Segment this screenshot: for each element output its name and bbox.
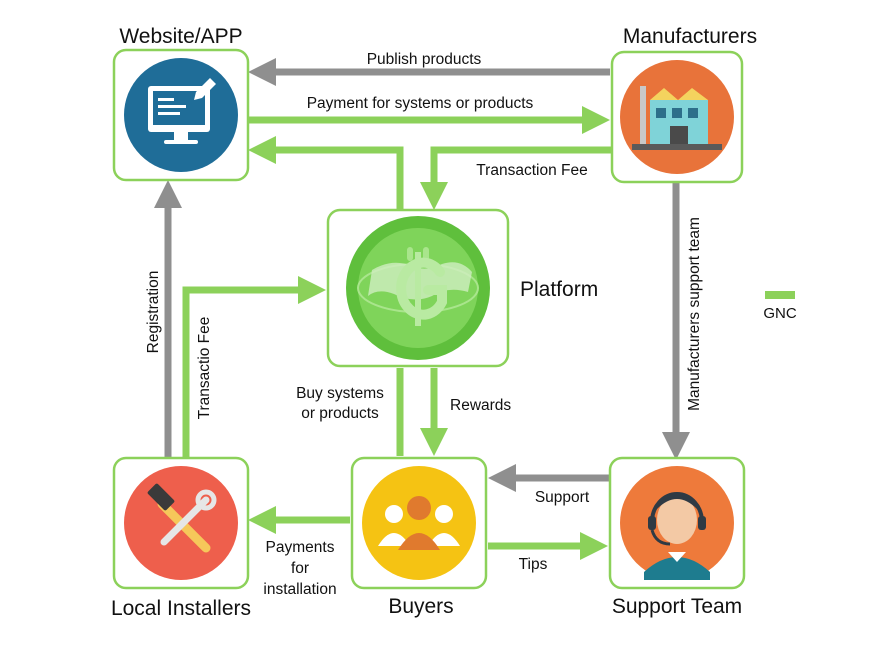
label-payment-systems: Payment for systems or products [307,95,534,112]
people-icon [362,466,476,580]
manufacturers-label: Manufacturers [623,25,757,48]
label-registration: Registration [145,271,162,354]
node-support: Support Team [608,456,746,618]
node-platform: Platform [326,208,598,368]
label-payments-line1: Payments [266,539,335,556]
platform-label: Platform [520,278,598,301]
node-manufacturers: Manufacturers [610,25,757,184]
buyers-label: Buyers [388,595,453,618]
website-label: Website/APP [119,25,242,48]
label-payments-line3: installation [263,581,336,598]
node-buyers: Buyers [350,456,488,618]
edge-platform-to-website [248,136,404,210]
label-transaction-fee-top: Transaction Fee [476,162,587,179]
label-publish-products: Publish products [367,51,482,68]
label-transaction-fee-left: Transactio Fee [196,317,213,420]
legend: GNC [763,291,797,322]
label-payments-line2: for [291,560,309,577]
node-website: Website/APP [112,25,250,182]
support-label: Support Team [612,595,742,618]
monitor-pen-icon [124,58,238,172]
label-manufacturers-support: Manufacturers support team [686,217,703,411]
label-support: Support [535,489,590,506]
label-tips: Tips [519,556,548,573]
installers-label: Local Installers [111,597,251,620]
headset-agent-icon [620,466,734,580]
edge-transaction-fee-left [182,276,326,458]
hammer-wrench-icon [124,466,238,580]
node-installers: Local Installers [111,456,251,620]
coin-globe-icon [346,216,490,360]
label-buy-line2: or products [301,405,379,422]
legend-swatch [765,291,795,299]
edge-transaction-fee-top [420,146,612,210]
factory-icon [620,60,734,174]
label-buy-line1: Buy systems [296,385,384,402]
label-rewards: Rewards [450,397,511,414]
legend-label: GNC [763,305,797,322]
